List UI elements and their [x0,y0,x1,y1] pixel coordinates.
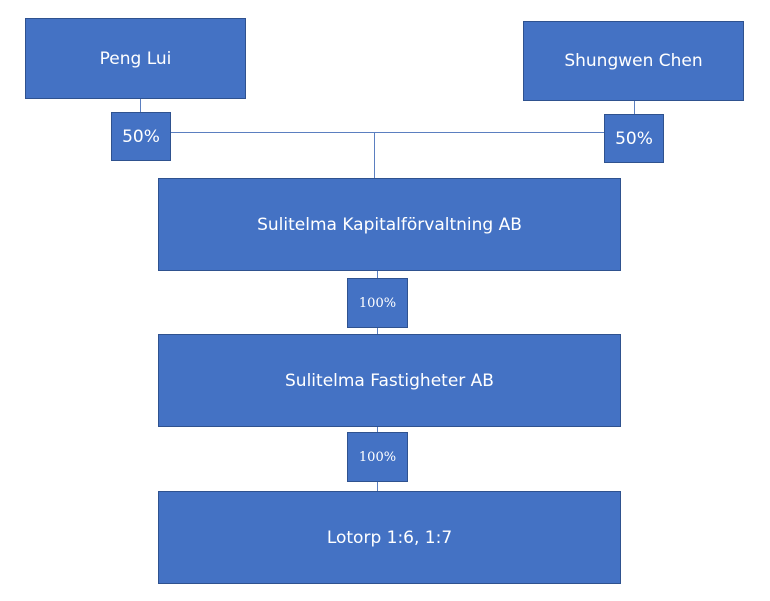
owner-box-shungwen-chen: Shungwen Chen [523,21,744,101]
owner-box-peng-lui: Peng Lui [25,18,246,99]
connector-peng-down [140,98,141,112]
share-badge-peng-lui: 50% [111,112,171,161]
share-badge-kapitalforvaltning: 100% [347,278,408,328]
property-box-lotorp: Lotorp 1:6, 1:7 [158,491,621,584]
property-name: Lotorp 1:6, 1:7 [326,527,453,548]
share-label: 100% [358,449,397,465]
share-badge-shungwen-chen: 50% [604,114,664,163]
connector-owners-horizontal [170,132,605,133]
connector-fastigheter-to-100 [377,426,378,433]
connector-100-to-lotorp [377,481,378,492]
owner-name: Shungwen Chen [564,51,703,71]
company-name: Sulitelma Kapitalförvaltning AB [257,214,522,235]
connector-chen-down [634,100,635,114]
company-name: Sulitelma Fastigheter AB [285,370,494,391]
share-label: 100% [358,295,397,311]
share-label: 50% [122,126,160,147]
connector-owners-to-kapital [374,132,375,179]
share-badge-fastigheter: 100% [347,432,408,482]
connector-100-to-fastigheter [377,327,378,335]
owner-name: Peng Lui [99,48,172,69]
share-label: 50% [615,128,653,149]
company-box-fastigheter: Sulitelma Fastigheter AB [158,334,621,427]
company-box-kapitalforvaltning: Sulitelma Kapitalförvaltning AB [158,178,621,271]
connector-kapital-to-100 [377,270,378,279]
